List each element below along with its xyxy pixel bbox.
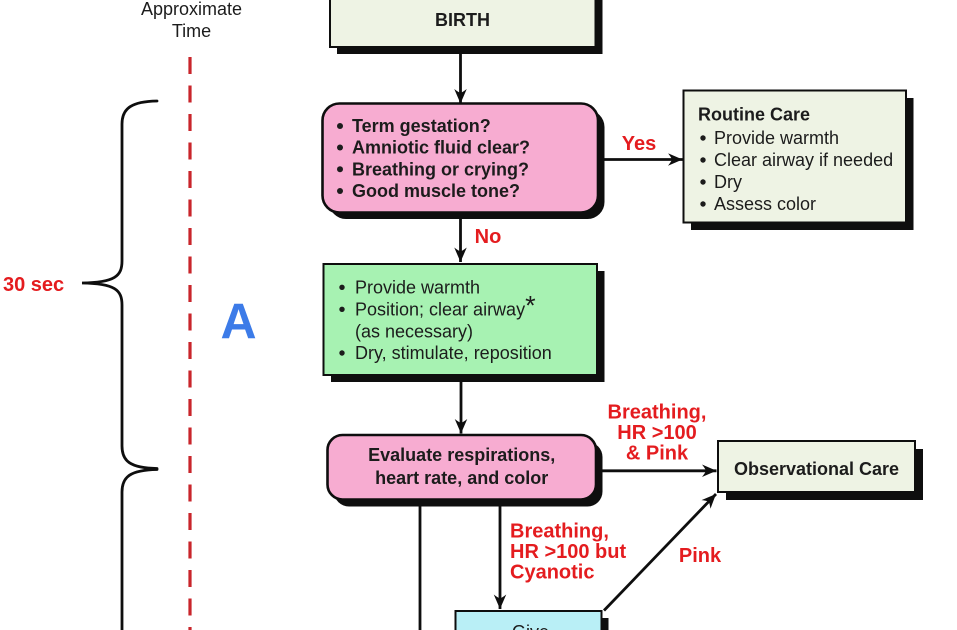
svg-text:Time: Time [172, 21, 211, 41]
svg-text:Dry: Dry [714, 172, 742, 192]
svg-text:Provide warmth: Provide warmth [714, 128, 839, 148]
svg-text:Breathing,: Breathing, [608, 402, 707, 424]
svg-text:Pink: Pink [679, 545, 722, 567]
svg-text:Evaluate respirations,: Evaluate respirations, [368, 445, 555, 465]
svg-text:Amniotic fluid clear?: Amniotic fluid clear? [352, 138, 530, 158]
svg-text:Cyanotic: Cyanotic [510, 562, 594, 584]
svg-text:Good muscle tone?: Good muscle tone? [352, 181, 520, 201]
svg-text:Routine Care: Routine Care [698, 105, 810, 125]
svg-text:Clear airway if needed: Clear airway if needed [714, 150, 893, 170]
svg-text:& Pink: & Pink [626, 443, 689, 465]
svg-text:Dry, stimulate, reposition: Dry, stimulate, reposition [355, 343, 552, 363]
svg-text:Breathing,: Breathing, [510, 521, 609, 543]
svg-text:(as necessary): (as necessary) [355, 321, 473, 341]
svg-text:BIRTH: BIRTH [435, 10, 490, 30]
svg-text:30 sec: 30 sec [3, 274, 64, 296]
svg-text:HR >100: HR >100 [617, 422, 697, 444]
svg-text:Assess color: Assess color [714, 194, 816, 214]
svg-text:No: No [475, 226, 502, 248]
svg-text:heart rate, and color: heart rate, and color [375, 468, 548, 488]
svg-text:Give: Give [512, 622, 549, 630]
svg-text:Term gestation?: Term gestation? [352, 116, 491, 136]
svg-text:Approximate: Approximate [141, 0, 242, 19]
svg-text:Yes: Yes [622, 133, 656, 155]
svg-text:A: A [220, 294, 256, 350]
svg-text:Observational Care: Observational Care [734, 459, 899, 479]
svg-text:Provide warmth: Provide warmth [355, 277, 480, 297]
svg-text:Breathing or crying?: Breathing or crying? [352, 159, 529, 179]
svg-text:HR >100 but: HR >100 but [510, 541, 626, 563]
